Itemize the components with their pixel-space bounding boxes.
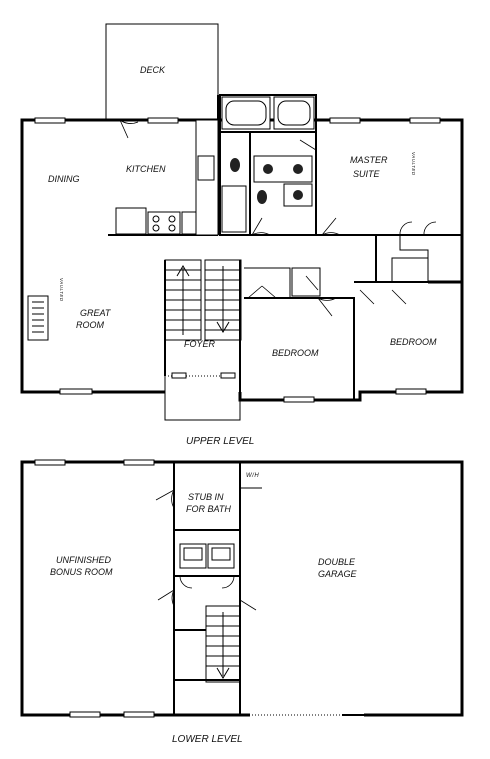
burner	[168, 224, 176, 232]
window	[395, 388, 427, 395]
window	[283, 396, 315, 403]
window	[123, 711, 155, 718]
window	[59, 388, 93, 395]
level-label-upper: UPPER LEVEL	[186, 436, 254, 447]
door-swing	[399, 221, 437, 236]
stairs	[205, 605, 241, 683]
foyer-entry-wall	[164, 376, 241, 421]
toilet	[257, 190, 267, 204]
door-swing	[299, 139, 317, 151]
window	[409, 117, 441, 124]
room-label-bedroom: BEDROOM	[390, 337, 437, 347]
fridge	[115, 207, 147, 235]
sink	[197, 155, 215, 181]
stair-arrow-down	[216, 612, 230, 679]
window	[34, 459, 66, 466]
window	[171, 372, 187, 379]
room-label-wh: W/H	[246, 473, 259, 479]
door-swing	[157, 589, 175, 607]
room-label-double: DOUBLE	[318, 557, 356, 567]
dishwasher	[181, 211, 197, 235]
vanity-sink	[293, 164, 303, 174]
door-swing	[239, 599, 257, 611]
bath-block	[219, 94, 317, 236]
bedroom-wall	[244, 297, 355, 400]
door-swing	[359, 289, 407, 305]
vaulted-note: VAULTED	[59, 278, 64, 302]
room-label-foyer: FOYER	[184, 339, 216, 349]
closet	[391, 257, 429, 283]
window	[220, 372, 236, 379]
window	[329, 117, 361, 124]
washer-lid	[183, 547, 203, 561]
window	[147, 117, 179, 124]
room-label-room: ROOM	[76, 320, 105, 330]
room-label-kitchen: KITCHEN	[126, 164, 166, 174]
tub-inner	[225, 100, 267, 126]
window	[34, 117, 66, 124]
room-label-stub-in: STUB IN	[188, 492, 224, 502]
closet	[291, 267, 321, 297]
lower-outer-wall	[20, 460, 464, 717]
room-label-unfinished: UNFINISHED	[56, 555, 112, 565]
window	[69, 711, 101, 718]
level-label-lower: LOWER LEVEL	[172, 734, 243, 745]
door-swing	[119, 119, 139, 139]
room-label-deck: DECK	[140, 65, 166, 75]
stair-arrow-down	[216, 266, 230, 333]
door-swing	[155, 489, 175, 509]
room-label-garage: GARAGE	[318, 569, 358, 579]
room-label-for-bath: FOR BATH	[186, 504, 231, 514]
vanity	[253, 155, 313, 183]
dryer-lid	[211, 547, 231, 561]
burner	[168, 215, 176, 223]
room-label-dining: DINING	[48, 174, 80, 184]
stair-treads	[165, 269, 241, 331]
room-label-suite: SUITE	[353, 169, 381, 179]
vanity-sink	[263, 164, 273, 174]
door-swing	[247, 285, 277, 299]
door-swing	[251, 217, 271, 236]
door-swing	[317, 297, 337, 317]
fireplace-grille	[32, 301, 44, 333]
lower-level-plan: STUB IN FOR BATH W/H UNFINISHED BONUS RO…	[20, 459, 464, 745]
window	[123, 459, 155, 466]
room-label-bedroom: BEDROOM	[272, 348, 319, 358]
burner	[152, 215, 160, 223]
bedroom-closet	[244, 267, 291, 298]
range	[147, 211, 181, 235]
upper-outer-wall	[20, 118, 464, 394]
tub	[273, 96, 315, 130]
toilet	[230, 158, 240, 172]
room-label-master: MASTER	[350, 155, 388, 165]
tub	[221, 96, 271, 130]
fireplace	[27, 295, 49, 341]
room-label-bonus-room: BONUS ROOM	[50, 567, 113, 577]
shower	[221, 185, 247, 233]
vaulted-note: VAULTED	[411, 152, 416, 176]
upper-level-plan: DECK DINING KITCHEN MASTER SUITE GREAT R…	[20, 23, 464, 447]
burner	[152, 224, 160, 232]
tub-inner	[277, 100, 311, 126]
door-swing	[321, 217, 341, 236]
room-label-great: GREAT	[80, 308, 112, 318]
door-swing	[179, 575, 235, 589]
vanity-sink	[293, 190, 303, 200]
door-swing	[305, 275, 319, 291]
stair-arrow-up	[176, 265, 190, 335]
